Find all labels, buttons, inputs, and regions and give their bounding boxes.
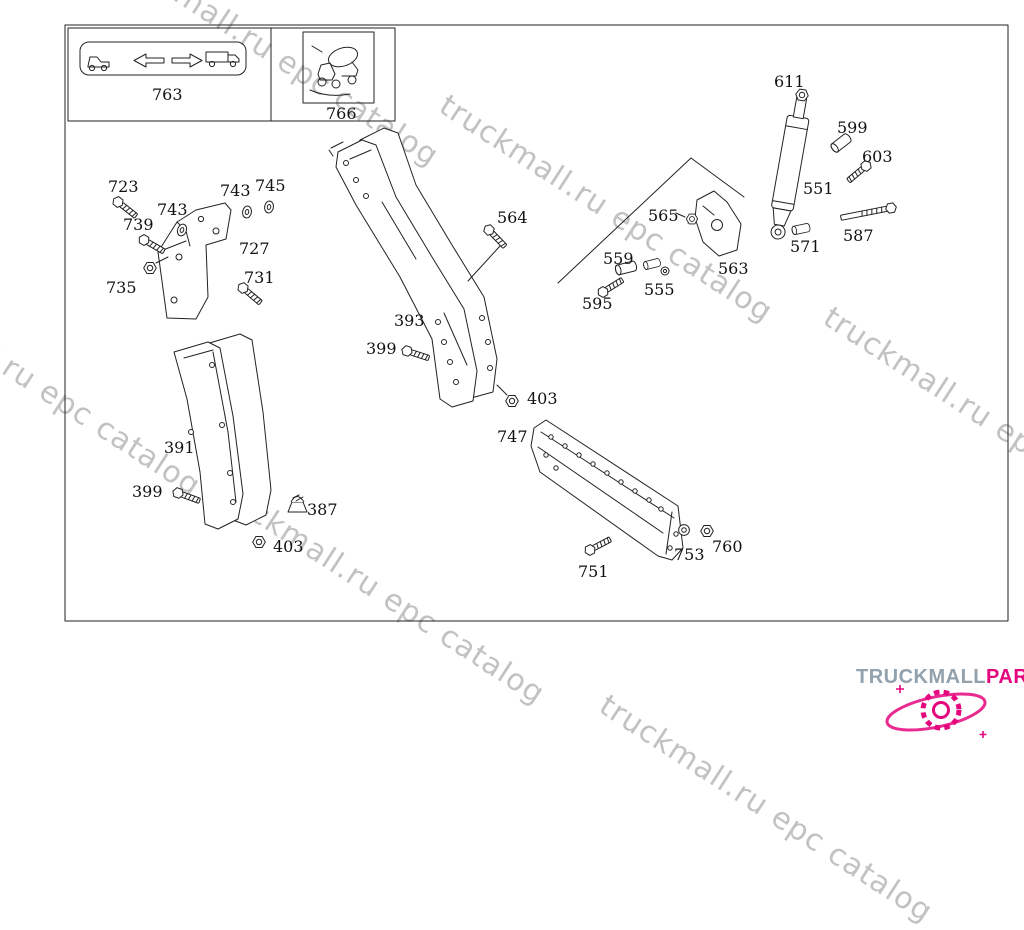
shock-absorber-group xyxy=(557,88,898,300)
part-label-387: 387 xyxy=(307,500,338,519)
part-label-760: 760 xyxy=(712,537,743,556)
bracket-563-icon xyxy=(687,190,742,257)
bolt-739-icon xyxy=(136,232,167,257)
tow-arrows-icon xyxy=(79,41,247,76)
part-label-611: 611 xyxy=(774,72,805,91)
plate-747-group xyxy=(530,419,714,561)
part-label-753: 753 xyxy=(674,545,705,564)
logo-accent-text: PARTS xyxy=(986,666,1024,688)
part-label-587: 587 xyxy=(843,226,874,245)
part-label-731: 731 xyxy=(244,268,275,287)
nut-403b-icon xyxy=(252,536,266,548)
part-label-551: 551 xyxy=(803,179,834,198)
bolt-399b-icon xyxy=(170,486,202,506)
nut-735-icon xyxy=(143,262,157,274)
part-label-403b: 403 xyxy=(273,537,304,556)
bracket-727-group xyxy=(110,194,275,320)
part-label-563: 563 xyxy=(718,259,749,278)
part-label-564: 564 xyxy=(497,208,528,227)
diagram-border xyxy=(64,24,1009,622)
bolt-751-icon xyxy=(582,534,614,558)
part-label-599: 599 xyxy=(837,118,868,137)
nut-565-icon xyxy=(685,213,699,225)
plug-387-icon xyxy=(287,494,308,513)
washer-753-icon xyxy=(678,524,690,536)
part-label-745: 745 xyxy=(255,176,286,195)
truckmall-gear-icon xyxy=(885,685,987,738)
washer-555b-icon xyxy=(660,266,670,276)
part-label-595: 595 xyxy=(582,294,613,313)
washer-745-icon xyxy=(263,199,275,215)
shock-551-icon xyxy=(770,96,810,240)
part-label-743b: 743 xyxy=(220,181,251,200)
part-label-743a: 743 xyxy=(157,200,188,219)
sleeve-571-icon xyxy=(790,222,812,236)
part-label-399a: 399 xyxy=(366,339,397,358)
part-label-399b: 399 xyxy=(132,482,163,501)
part-label-723: 723 xyxy=(108,177,139,196)
part-label-555: 555 xyxy=(644,280,675,299)
part-label-735: 735 xyxy=(106,278,137,297)
part-label-603: 603 xyxy=(862,147,893,166)
nut-403-icon xyxy=(505,395,519,407)
nut-760-icon xyxy=(700,525,714,537)
bushing-555-icon xyxy=(642,257,662,271)
bracket-391-group xyxy=(170,333,308,548)
part-label-747: 747 xyxy=(497,427,528,446)
part-label-739: 739 xyxy=(123,215,154,234)
part-label-751: 751 xyxy=(578,562,609,581)
part-label-571: 571 xyxy=(790,237,821,256)
parts-diagram xyxy=(64,24,1009,738)
bolt-399-icon xyxy=(399,344,431,364)
logo: TRUCKMALLPARTS xyxy=(856,666,1024,689)
part-label-763: 763 xyxy=(152,85,183,104)
part-label-403a: 403 xyxy=(527,389,558,408)
part-label-727: 727 xyxy=(239,239,270,258)
logo-brand-text: TRUCKMALL xyxy=(856,666,987,688)
part-label-393: 393 xyxy=(394,311,425,330)
inset-766-box xyxy=(270,27,396,122)
bracket-393-group xyxy=(328,127,519,408)
truck-thumbnail-icon xyxy=(302,31,375,104)
bolt-587-icon xyxy=(839,201,898,223)
spacer-743b-icon xyxy=(241,204,253,220)
part-label-766: 766 xyxy=(326,104,357,123)
part-label-565: 565 xyxy=(648,206,679,225)
part-label-559: 559 xyxy=(603,249,634,268)
part-label-391: 391 xyxy=(164,438,195,457)
